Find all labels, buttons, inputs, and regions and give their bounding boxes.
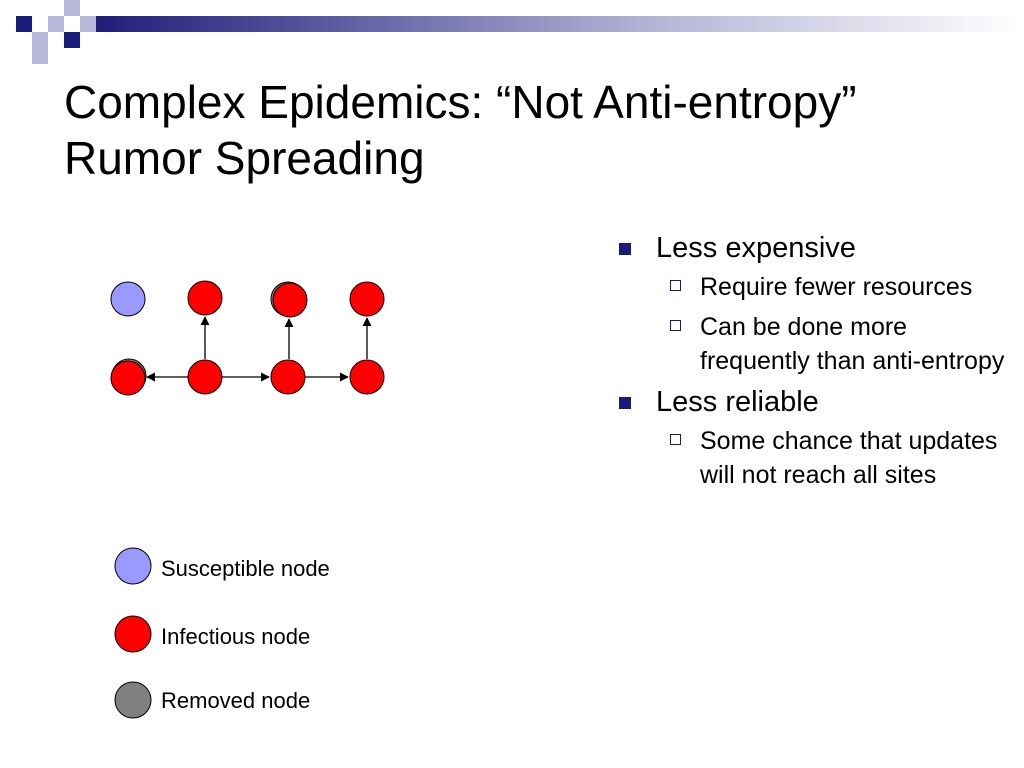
node-infectious: [272, 282, 308, 318]
node-infectious: [349, 281, 385, 317]
bullet-text: Less expensive: [656, 232, 856, 264]
sub-bullet-item: Some chance that updates will not reach …: [616, 424, 1006, 492]
sub-bullet-item: Require fewer resources: [616, 270, 1006, 304]
header-gradient-bar: [96, 16, 1024, 32]
legend-label: Susceptible node: [161, 556, 330, 581]
node-infectious: [187, 280, 223, 316]
decor-square: [64, 32, 80, 48]
bullet-list: Less expensive Require fewer resources C…: [616, 230, 1006, 498]
decor-square: [48, 16, 64, 32]
decor-square: [80, 16, 96, 32]
legend-swatch-removed: [114, 681, 152, 719]
hollow-square-bullet-icon: [670, 280, 681, 291]
legend-label: Infectious node: [161, 624, 311, 649]
node-susceptible: [110, 281, 146, 317]
decor-square: [32, 48, 48, 64]
bullet-item: Less expensive: [616, 230, 1006, 266]
node-infectious: [270, 359, 306, 395]
slide-title-line: Rumor Spreading: [64, 132, 425, 184]
legend-swatch-susceptible: [114, 547, 152, 585]
slide-title: Complex Epidemics: “Not Anti-entropy” Ru…: [64, 74, 984, 186]
legend-swatch-infectious: [114, 615, 152, 653]
bullet-item: Less reliable: [616, 384, 1006, 420]
hollow-square-bullet-icon: [670, 320, 681, 331]
sub-bullet-text: Require fewer resources: [700, 273, 973, 301]
header-decoration: [0, 0, 1024, 64]
sub-bullet-item: Can be done more frequently than anti-en…: [616, 310, 1006, 378]
decor-square: [16, 16, 32, 32]
sub-bullet-text: Can be done more frequently than anti-en…: [700, 313, 1005, 375]
slide-title-line: Complex Epidemics: “Not Anti-entropy”: [64, 76, 857, 128]
decor-square: [64, 0, 80, 16]
bullet-text: Less reliable: [656, 386, 819, 418]
hollow-square-bullet-icon: [670, 434, 681, 445]
square-bullet-icon: [619, 243, 631, 255]
node-infectious: [110, 360, 146, 396]
square-bullet-icon: [619, 397, 631, 409]
legend-label: Removed node: [161, 688, 311, 713]
decor-square: [32, 32, 48, 48]
node-infectious: [187, 359, 223, 395]
sub-bullet-text: Some chance that updates will not reach …: [700, 427, 998, 489]
node-infectious: [349, 359, 385, 395]
